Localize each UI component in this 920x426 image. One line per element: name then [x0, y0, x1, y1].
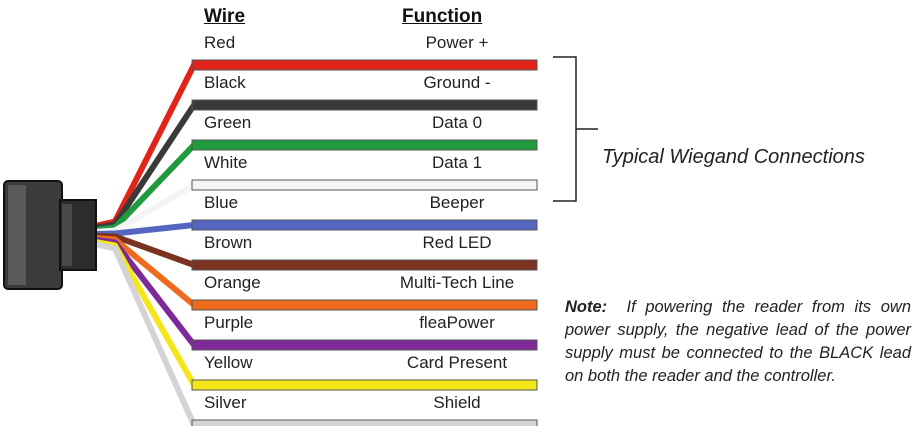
wire-bar-red — [191, 59, 538, 71]
fan-wire-red — [94, 63, 197, 229]
wire-bar-purple — [191, 339, 538, 351]
wire-bar-blue — [191, 219, 538, 231]
wire-bar-brown — [191, 259, 538, 271]
wire-column-header: Wire — [204, 6, 246, 27]
wire-function-red: Power + — [425, 33, 489, 52]
wire-name-brown: Brown — [204, 233, 253, 252]
wire-function-orange: Multi-Tech Line — [399, 273, 515, 292]
wire-bar-green — [191, 139, 538, 151]
wire-bar-orange — [191, 299, 538, 311]
wire-function-green: Data 0 — [431, 113, 483, 132]
wire-name-black: Black — [204, 73, 246, 92]
wire-name-white: White — [204, 153, 248, 172]
fan-wire-silver — [94, 241, 197, 426]
reader-connector — [3, 180, 97, 290]
wire-bar-silver — [191, 419, 538, 426]
wire-name-silver: Silver — [204, 393, 247, 412]
wire-function-blue: Beeper — [429, 193, 485, 212]
wire-name-blue: Blue — [204, 193, 239, 212]
function-column-header: Function — [402, 6, 483, 27]
wire-name-purple: Purple — [204, 313, 254, 332]
wire-name-orange: Orange — [204, 273, 261, 292]
power-note: Note: If powering the reader from its ow… — [565, 296, 911, 388]
wire-name-green: Green — [204, 113, 252, 132]
wire-function-silver: Shield — [433, 393, 481, 412]
wire-bar-white — [191, 179, 538, 191]
wire-bars — [191, 59, 538, 426]
note-text: If powering the reader from its own powe… — [565, 298, 911, 385]
wire-function-white: Data 1 — [431, 153, 483, 172]
wire-name-yellow: Yellow — [204, 353, 253, 372]
wire-bar-yellow — [191, 379, 538, 391]
wire-name-red: Red — [204, 33, 236, 52]
wire-fan — [94, 63, 197, 426]
note-prefix: Note: — [565, 298, 608, 316]
wiegand-bracket — [553, 56, 598, 202]
wire-function-purple: fleaPower — [419, 313, 495, 332]
wire-function-black: Ground - — [423, 73, 491, 92]
wire-function-yellow: Card Present — [406, 353, 508, 372]
wire-function-brown: Red LED — [422, 233, 492, 252]
wire-bar-black — [191, 99, 538, 111]
typical-wiegand-label: Typical Wiegand Connections — [602, 146, 865, 168]
